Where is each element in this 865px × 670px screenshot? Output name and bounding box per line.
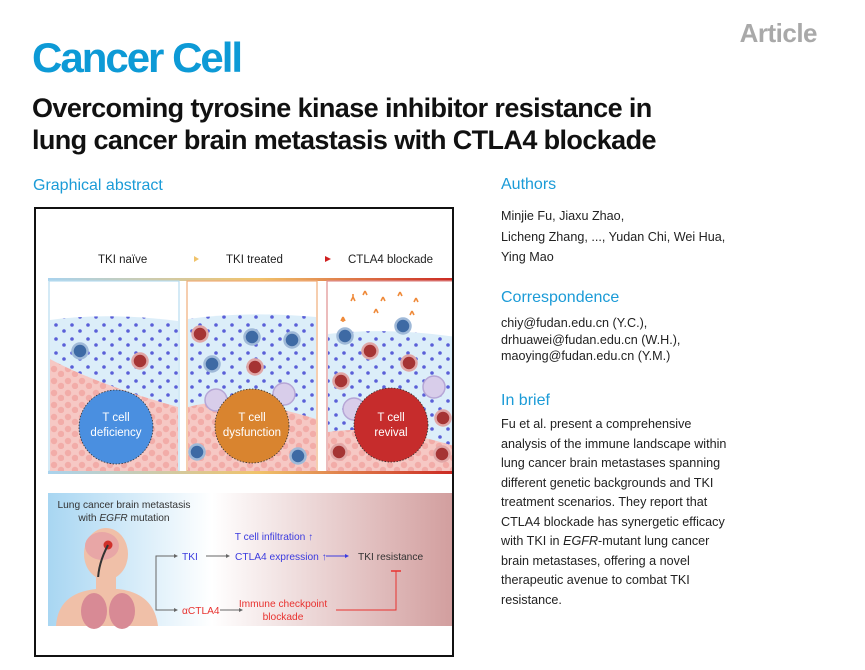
t-cell-red-icon [434, 409, 452, 427]
brief-line: Fu et al. present a comprehensive [501, 417, 692, 431]
stage-label-ctla4-blockade: CTLA4 blockade [348, 254, 433, 266]
icb-label-line2: blockade [263, 612, 304, 623]
stage-arrow-1-head [194, 256, 199, 262]
authors-line[interactable]: Ying Mao [501, 250, 554, 264]
title-line-2: lung cancer brain metastasis with CTLA4 … [32, 125, 656, 155]
t-cell-red-icon [246, 358, 264, 376]
circle-t-cell-deficiency [78, 389, 154, 465]
graphical-abstract-svg: TKI naïve TKI treated CTLA4 blockade T c… [48, 254, 468, 629]
journal-name[interactable]: Cancer Cell [32, 34, 243, 81]
t-cell-blue-icon [203, 355, 221, 373]
authors-list: Minjie Fu, Jiaxu Zhao, Licheng Zhang, ..… [501, 206, 821, 268]
brief-line: therapeutic avenue to combat TKI [501, 573, 690, 587]
brief-line: analysis of the immune landscape within [501, 436, 727, 451]
brief-line: resistance. [501, 592, 562, 607]
brief-line: lung cancer brain metastases spanning [501, 456, 721, 470]
email-link[interactable]: drhuawei@fudan.edu.cn (W.H.), [501, 332, 681, 347]
t-cell-infiltration-label: T cell infiltration ↑ [235, 532, 314, 543]
t-cell-red-icon [131, 352, 149, 370]
graphical-abstract-heading: Graphical abstract [33, 177, 163, 194]
timeline-bar-top [48, 278, 468, 281]
t-cell-blue-icon [394, 317, 412, 335]
tki-resistance-label: TKI resistance [358, 552, 423, 563]
t-cell-blue-icon [71, 342, 89, 360]
t-cell-blue-icon [243, 328, 261, 346]
patient-label-line1: Lung cancer brain metastasis [57, 500, 190, 511]
article-title: Overcoming tyrosine kinase inhibitor res… [32, 92, 832, 156]
brief-line: treatment scenarios. They report that [501, 495, 708, 509]
correspondence-list: chiy@fudan.edu.cn (Y.C.), drhuawei@fudan… [501, 315, 821, 365]
stage-label-tki-treated: TKI treated [226, 254, 283, 266]
authors-line[interactable]: Licheng Zhang, ..., Yudan Chi, Wei Hua, [501, 229, 726, 244]
mechanism-diagram: Lung cancer brain metastasis with EGFR m… [48, 493, 458, 629]
circle-label-line1: T cell [238, 412, 265, 424]
email-link[interactable]: chiy@fudan.edu.cn (Y.C.), [501, 316, 648, 330]
brief-text-segment: -mutant lung cancer [598, 534, 710, 548]
in-brief-heading: In brief [501, 392, 550, 409]
t-cell-red-icon [400, 354, 418, 372]
authors-heading: Authors [501, 176, 557, 193]
stage-arrow-2-head [325, 256, 331, 262]
patient-label-line2: with EGFR mutation [77, 513, 169, 524]
macrophage-icon [272, 382, 296, 406]
patient-figure-icon [56, 528, 158, 629]
ctla4-expression-label: CTLA4 expression ↑ [235, 552, 327, 563]
panel-tki-treated: T cell dysfunction [186, 280, 318, 472]
circle-label-line1: T cell [102, 412, 129, 424]
circle-label-line2: deficiency [90, 427, 141, 439]
circle-t-cell-revival [353, 387, 429, 463]
circle-label-line2: revival [374, 427, 407, 439]
actla4-label: αCTLA4 [182, 606, 220, 617]
icb-label-line1: Immune checkpoint [239, 599, 328, 610]
t-cell-red-icon [330, 443, 348, 461]
inhibition-line [336, 571, 397, 611]
t-cell-red-icon [332, 372, 350, 390]
t-cell-blue-icon [289, 447, 307, 465]
brief-gene-italic: EGFR [563, 534, 599, 548]
graphical-abstract-figure: TKI naïve TKI treated CTLA4 blockade T c… [34, 207, 468, 657]
circle-label-line2: dysfunction [223, 427, 281, 439]
t-cell-blue-icon [283, 331, 301, 349]
stage-label-tki-naive: TKI naïve [98, 254, 147, 266]
tki-label: TKI [182, 552, 198, 563]
panel-ctla4-blockade: T cell revival [326, 280, 459, 472]
t-cell-blue-icon [336, 327, 354, 345]
title-line-1: Overcoming tyrosine kinase inhibitor res… [32, 93, 652, 123]
timeline-bar-bottom [48, 471, 468, 474]
in-brief-text: Fu et al. present a comprehensive analys… [501, 415, 801, 610]
circle-t-cell-dysfunction [214, 388, 290, 464]
brief-text-segment: with TKI in [501, 534, 564, 548]
brief-line: with TKI in EGFR-mutant lung cancer [501, 532, 801, 552]
brief-line: CTLA4 blockade has synergetic efficacy [501, 514, 725, 529]
authors-line[interactable]: Minjie Fu, Jiaxu Zhao, [501, 209, 625, 223]
t-cell-red-icon [361, 342, 379, 360]
t-cell-blue-icon [188, 443, 206, 461]
article-type-label: Article [739, 18, 818, 48]
brief-line: brain metastases, offering a novel [501, 553, 690, 568]
email-link[interactable]: maoying@fudan.edu.cn (Y.M.) [501, 349, 671, 363]
correspondence-heading: Correspondence [501, 289, 620, 306]
circle-label-line1: T cell [377, 412, 404, 424]
brief-line: different genetic backgrounds and TKI [501, 475, 714, 490]
t-cell-red-icon [191, 325, 209, 343]
t-cell-red-icon [433, 445, 451, 463]
panel-tki-naive: T cell deficiency [48, 280, 180, 472]
antibody-icons [340, 290, 419, 322]
macrophage-icon [422, 375, 446, 399]
